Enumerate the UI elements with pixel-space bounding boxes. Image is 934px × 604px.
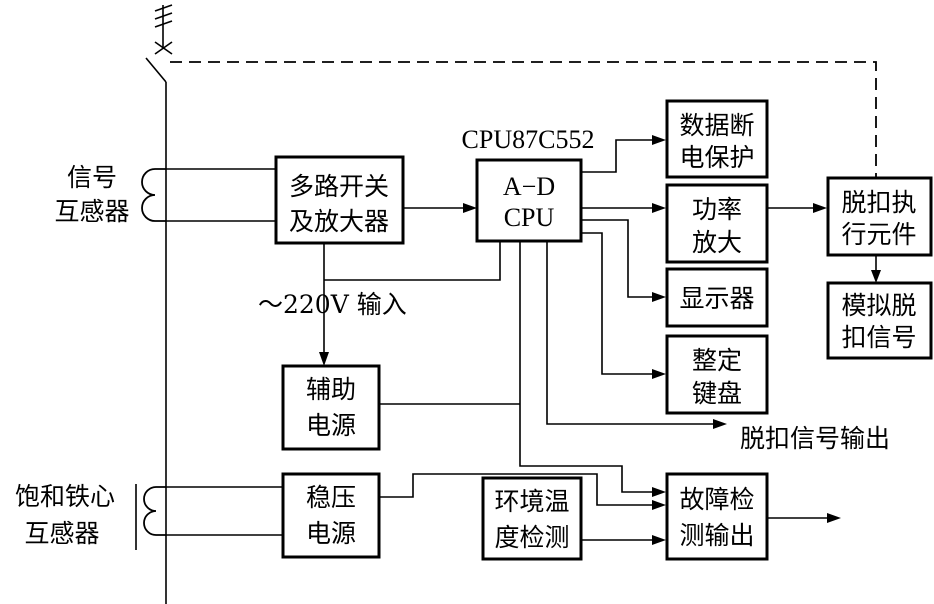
cpu-label-2: CPU — [504, 203, 555, 232]
trip-link-dashed — [170, 61, 877, 178]
aux-power-block — [281, 364, 381, 451]
trip-signal-output-label: 脱扣信号输出 — [740, 424, 890, 453]
sim-trip-label-2: 扣信号 — [841, 323, 916, 352]
sim-trip-block — [826, 281, 933, 360]
keyboard-block — [665, 334, 769, 415]
aux-power-label-2: 电源 — [306, 411, 356, 440]
data-protect-label-1: 数据断 — [679, 111, 754, 140]
regulated-power-label-1: 稳压 — [306, 483, 356, 512]
saturated-ct-label-1: 饱和铁心 — [15, 482, 115, 511]
power-amp-block — [665, 183, 769, 264]
fault-output-label-1: 故障检 — [679, 485, 754, 514]
display-label: 显示器 — [679, 284, 754, 313]
signal-ct-label-1: 信号 — [67, 163, 117, 192]
mux-amplifier-label-2: 及放大器 — [289, 207, 389, 236]
power-amp-label-2: 放大 — [692, 228, 742, 257]
mux-amplifier-label-1: 多路开关 — [289, 172, 389, 201]
power-amp-label-1: 功率 — [692, 195, 742, 224]
trip-exec-label-2: 行元件 — [841, 220, 916, 249]
signal-ct-label-2: 互感器 — [54, 197, 129, 226]
data-protect-label-2: 电保护 — [679, 143, 754, 172]
fault-output-block — [665, 472, 769, 561]
env-temp-block — [481, 476, 583, 561]
main-bus — [145, 4, 173, 604]
aux-power-label-1: 辅助 — [306, 375, 356, 404]
cpu-model-label: CPU87C552 — [462, 125, 595, 154]
saturated-ct-coil — [135, 484, 283, 550]
regulated-power-block — [281, 472, 381, 559]
cpu-block — [475, 158, 583, 243]
signal-ct-coil — [141, 168, 275, 222]
sim-trip-label-1: 模拟脱 — [841, 291, 916, 320]
trip-exec-block — [826, 176, 933, 257]
fault-output-label-2: 测输出 — [679, 521, 754, 550]
regulated-power-label-2: 电源 — [306, 519, 356, 548]
cpu-label-1: A−D — [503, 172, 555, 201]
keyboard-label-1: 整定 — [692, 346, 742, 375]
env-temp-label-1: 环境温 — [494, 487, 569, 516]
display-block — [665, 267, 769, 328]
mux-amplifier-block — [274, 155, 405, 245]
ac-input-label: ～220V 输入 — [258, 290, 407, 319]
connection-wires — [319, 135, 881, 545]
trip-exec-label-1: 脱扣执 — [841, 188, 916, 217]
saturated-ct-label-2: 互感器 — [24, 519, 99, 548]
env-temp-label-2: 度检测 — [494, 523, 569, 552]
keyboard-label-2: 键盘 — [692, 379, 742, 408]
data-protect-block — [665, 99, 769, 179]
